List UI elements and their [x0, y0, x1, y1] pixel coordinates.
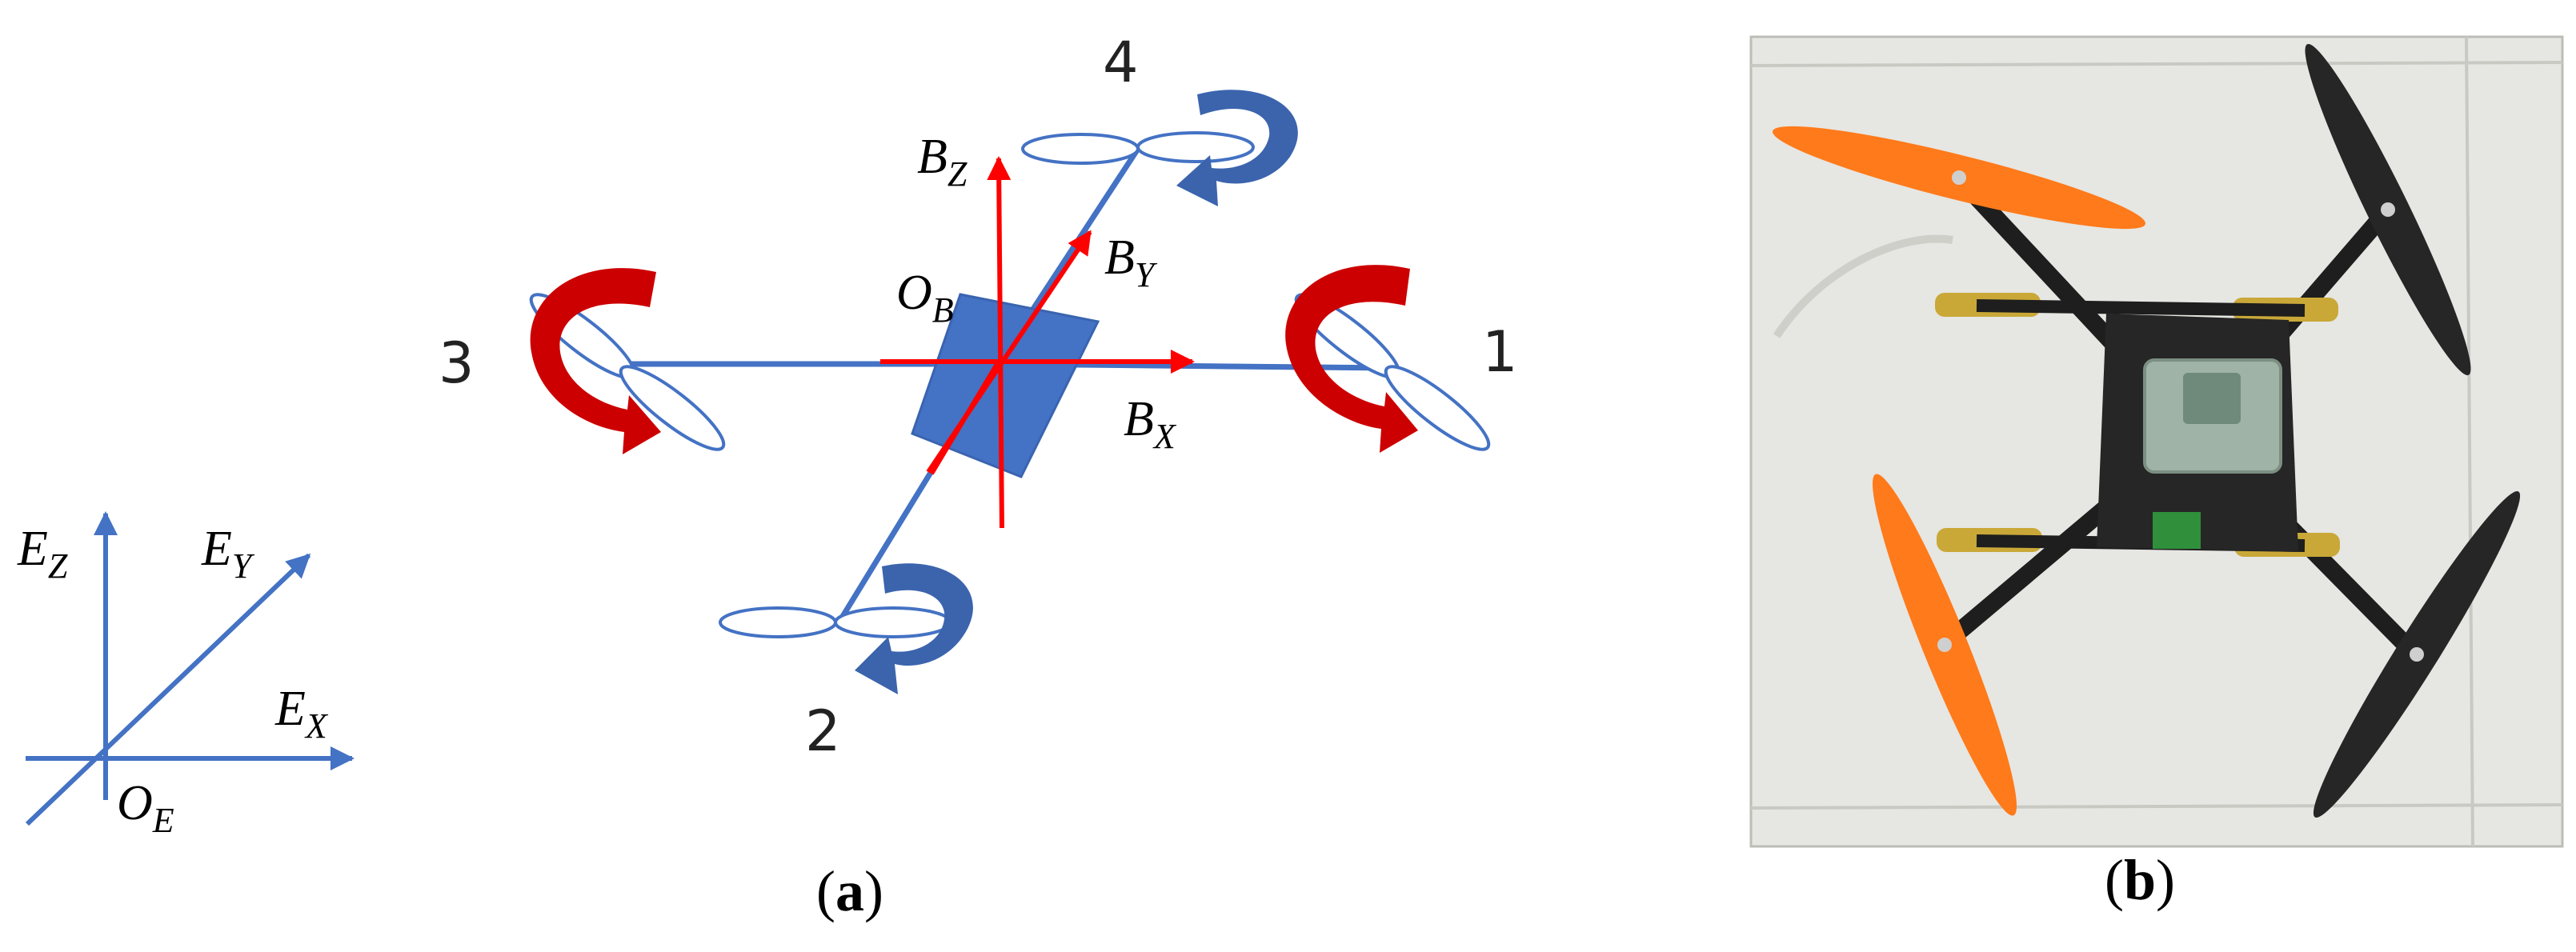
rotor-2-blade-right [834, 606, 952, 638]
earth-frame: EZ EY EX OE [17, 511, 355, 840]
rotor-1-blade-lower [1384, 365, 1491, 451]
body-origin-label: OB [896, 266, 954, 330]
rotor-4-rotation-arrow [1176, 90, 1298, 206]
earth-y-axis [25, 553, 311, 826]
rotor-3-blade-lower [619, 365, 726, 451]
panel-b-photo: (b) [1749, 35, 2564, 912]
body-z-axis [987, 156, 1012, 529]
rotor-4 [1021, 90, 1298, 206]
rotor-label-4: 4 [1103, 30, 1139, 95]
body-z-label: BZ [917, 130, 968, 194]
rotor-4-blade-left [1021, 133, 1140, 165]
floor-tile-seams [1750, 36, 2563, 847]
body-y-label: BY [1104, 230, 1158, 294]
rotor-label-1: 1 [1482, 319, 1518, 385]
rotor-label-2: 2 [805, 698, 841, 764]
panel-a-diagram: EZ EY EX OE [17, 30, 1518, 923]
earth-x-label: EX [274, 682, 329, 746]
body-x-label: BX [1124, 392, 1177, 456]
floor-dirt-streak [1773, 234, 1953, 338]
rotor-3 [529, 268, 726, 454]
earth-z-label: EZ [17, 522, 68, 586]
rotor-3-rotation-arrow [530, 268, 661, 454]
body-frame [880, 156, 1195, 529]
rotor-4-blade-right [1136, 131, 1255, 163]
caption-b: (b) [2105, 848, 2175, 912]
drone-battery-board [2153, 512, 2201, 549]
rotor-2-blade-left [719, 606, 837, 638]
caption-a: (a) [816, 859, 883, 923]
rotor-1 [1285, 265, 1491, 453]
drone-electronics-chip [2183, 373, 2241, 424]
body-y-axis-tail [929, 362, 1000, 475]
rotor-1-rotation-arrow [1285, 265, 1418, 453]
drone-prop-hubs [1937, 170, 2424, 662]
earth-y-label: EY [201, 522, 255, 586]
rotor-label-3: 3 [439, 330, 475, 396]
earth-origin-label: OE [117, 776, 174, 840]
rotor-2 [719, 563, 973, 694]
rotor-2-rotation-arrow [855, 563, 973, 694]
